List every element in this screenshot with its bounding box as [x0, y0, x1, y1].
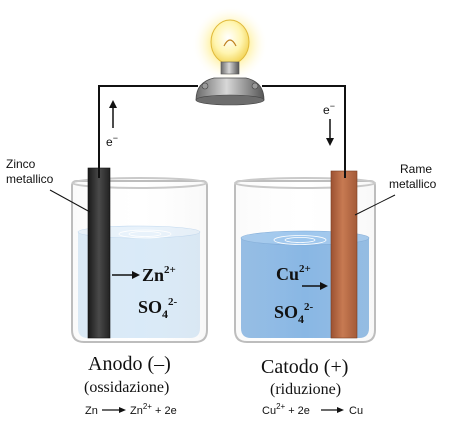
cathode-process: (riduzione): [270, 381, 341, 398]
cu-ion-label: Cu2+: [276, 263, 311, 284]
zinc-label: Zinco metallico: [6, 157, 54, 186]
zn-ion-label: Zn2+: [142, 264, 176, 285]
anode-process: (ossidazione): [84, 379, 169, 396]
cathode-title: Catodo (+): [261, 356, 348, 378]
light-bulb: [192, 6, 268, 106]
zinc-electrode: [87, 167, 111, 339]
left-sulfate-label: SO42-: [138, 296, 178, 321]
anode-title: Anodo (–): [88, 353, 171, 375]
anode-equation-arrow: [102, 407, 126, 413]
zn-ion-arrow: [112, 271, 140, 279]
copper-label: Rame metallico: [389, 162, 437, 191]
electron-label-left: e−: [106, 133, 118, 149]
cu-ion-arrow: [302, 282, 328, 290]
electron-arrow-up: [109, 100, 117, 128]
cathode-equation: Cu2++ 2e Cu: [262, 402, 363, 417]
cathode-equation-arrow: [321, 407, 344, 413]
electron-label-right: e−: [323, 101, 335, 117]
zinc-label-pointer: [49, 189, 91, 213]
anode-equation: Zn Zn2++ 2e: [85, 402, 177, 417]
right-sulfate-label: SO42-: [274, 301, 314, 326]
copper-electrode: [330, 170, 358, 339]
copper-label-pointer: [354, 194, 396, 216]
electron-arrow-down: [326, 119, 334, 146]
circuit-wire: [98, 85, 346, 178]
